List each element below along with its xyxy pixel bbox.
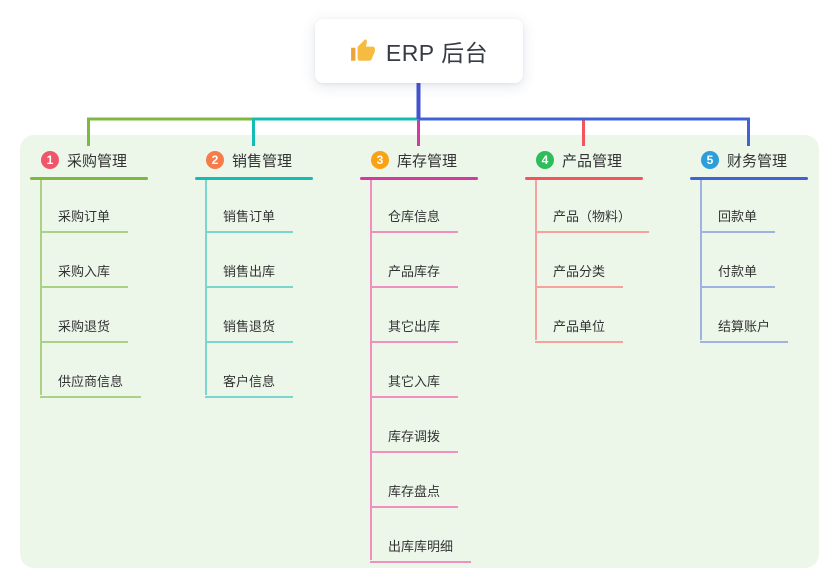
child-node[interactable]: 客户信息 [205, 373, 294, 398]
branch-column-5: 5 财务管理回款单付款单结算账户 [690, 135, 839, 348]
child-node-label: 销售退货 [223, 319, 276, 334]
child-node-label: 销售订单 [223, 209, 276, 224]
child-node-label: 回款单 [718, 209, 758, 224]
child-node[interactable]: 产品分类 [535, 263, 624, 288]
connector-branch-5 [418, 117, 750, 146]
child-node-label: 产品单位 [553, 319, 606, 334]
branch-node-label: 库存管理 [397, 152, 458, 170]
branch-node-5[interactable]: 5 财务管理 [701, 149, 787, 171]
branch-column-3: 3 库存管理仓库信息产品库存其它出库其它入库库存调拨库存盘点出库库明细 [360, 135, 515, 568]
root-node[interactable]: ERP 后台 [315, 19, 523, 83]
child-node-label: 其它出库 [388, 319, 441, 334]
child-node[interactable]: 结算账户 [700, 318, 789, 343]
branch-node-label: 产品管理 [562, 152, 623, 170]
branch-number-badge: 1 [41, 151, 59, 169]
branch-node-label: 财务管理 [727, 152, 788, 170]
child-node-label: 库存调拨 [388, 429, 441, 444]
connector-branch-1 [87, 117, 254, 146]
child-connector-line [370, 180, 372, 560]
branch-node-2[interactable]: 2 销售管理 [206, 149, 292, 171]
branch-column-2: 2 销售管理销售订单销售出库销售退货客户信息 [195, 135, 350, 403]
child-connector-line [535, 180, 537, 340]
child-node[interactable]: 其它出库 [370, 318, 459, 343]
child-node[interactable]: 采购订单 [40, 208, 129, 233]
child-node[interactable]: 采购退货 [40, 318, 129, 343]
child-node[interactable]: 产品单位 [535, 318, 624, 343]
child-node[interactable]: 库存盘点 [370, 483, 459, 508]
branch-column-1: 1 采购管理采购订单采购入库采购退货供应商信息 [30, 135, 185, 403]
branch-node-3[interactable]: 3 库存管理 [371, 149, 457, 171]
child-node[interactable]: 产品库存 [370, 263, 459, 288]
child-node[interactable]: 销售订单 [205, 208, 294, 233]
child-node[interactable]: 销售出库 [205, 263, 294, 288]
child-node[interactable]: 销售退货 [205, 318, 294, 343]
child-node[interactable]: 出库库明细 [370, 538, 472, 563]
branches-panel [20, 135, 819, 568]
child-node-label: 销售出库 [223, 264, 276, 279]
child-node[interactable]: 其它入库 [370, 373, 459, 398]
child-node-label: 其它入库 [388, 374, 441, 389]
child-node-label: 产品（物料） [553, 209, 632, 224]
thumbs-up-icon [350, 39, 375, 61]
branch-number-badge: 2 [206, 151, 224, 169]
child-node[interactable]: 回款单 [700, 208, 776, 233]
connector-branch-2 [252, 117, 419, 146]
child-node-label: 出库库明细 [388, 539, 454, 554]
branch-node-4[interactable]: 4 产品管理 [536, 149, 622, 171]
child-node-label: 客户信息 [223, 374, 276, 389]
child-connector-line [700, 180, 702, 340]
branch-node-label: 采购管理 [67, 152, 128, 170]
branch-underline [195, 177, 313, 180]
child-node-label: 产品分类 [553, 264, 606, 279]
branch-underline [360, 177, 478, 180]
branch-node-1[interactable]: 1 采购管理 [41, 149, 127, 171]
branch-node-label: 销售管理 [232, 152, 293, 170]
child-node-label: 仓库信息 [388, 209, 441, 224]
branch-number-badge: 4 [536, 151, 554, 169]
child-node-label: 付款单 [718, 264, 758, 279]
child-node-label: 采购订单 [58, 209, 111, 224]
child-node[interactable]: 库存调拨 [370, 428, 459, 453]
child-node[interactable]: 产品（物料） [535, 208, 650, 233]
child-node[interactable]: 付款单 [700, 263, 776, 288]
child-node-label: 产品库存 [388, 264, 441, 279]
child-node-label: 采购退货 [58, 319, 111, 334]
child-node-label: 结算账户 [718, 319, 771, 334]
branch-underline [690, 177, 808, 180]
branch-column-4: 4 产品管理产品（物料） 产品分类产品单位 [525, 135, 680, 348]
child-node[interactable]: 仓库信息 [370, 208, 459, 233]
root-node-label: ERP 后台 [385, 40, 489, 66]
child-node[interactable]: 采购入库 [40, 263, 129, 288]
child-node-label: 库存盘点 [388, 484, 441, 499]
child-node-label: 采购入库 [58, 264, 111, 279]
branch-number-badge: 5 [701, 151, 719, 169]
branch-underline [30, 177, 148, 180]
child-node[interactable]: 供应商信息 [40, 373, 142, 398]
branch-number-badge: 3 [371, 151, 389, 169]
branch-underline [525, 177, 643, 180]
child-node-label: 供应商信息 [58, 374, 124, 389]
